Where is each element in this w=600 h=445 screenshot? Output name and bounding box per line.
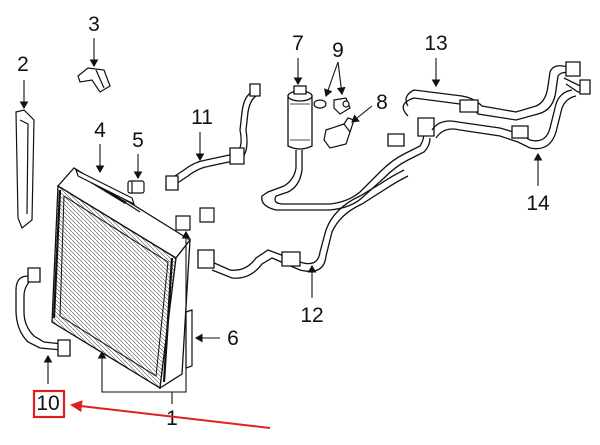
highlight-annotation: [32, 389, 271, 429]
condenser: [52, 168, 190, 388]
callout-labels: 1 2 3 4 5 6 7 8 9 10 11 12 13 14: [17, 13, 550, 430]
callout-5: 5: [132, 129, 144, 152]
callout-4: 4: [94, 119, 106, 142]
callout-1: 1: [166, 407, 178, 430]
callout-7: 7: [292, 32, 304, 55]
hose-11: [166, 84, 260, 190]
hose-14: [432, 90, 576, 149]
hose-13: [403, 62, 590, 120]
o-ring-and-valve: [314, 98, 350, 114]
receiver-drier: [288, 86, 312, 149]
pressure-switch: [324, 118, 354, 148]
clip: [128, 181, 144, 193]
callout-13: 13: [424, 32, 447, 55]
callout-11: 11: [191, 106, 213, 129]
callout-3: 3: [88, 13, 100, 36]
condenser-fittings: [176, 208, 214, 230]
leader-lines: [19, 38, 543, 404]
callout-10: 10: [36, 392, 59, 415]
callout-2: 2: [17, 53, 29, 76]
callout-6: 6: [227, 327, 239, 350]
callout-12: 12: [300, 304, 323, 327]
highlight-arrow: [70, 400, 271, 429]
callout-9: 9: [332, 39, 344, 62]
seal-strip: [16, 110, 34, 228]
drier-pipe: [262, 118, 434, 210]
highlight-box: [32, 389, 66, 419]
side-bar: [186, 310, 192, 368]
hose-10: [16, 268, 70, 356]
mounting-bracket: [78, 68, 110, 92]
hose-12: [198, 170, 408, 278]
callout-14: 14: [526, 192, 550, 215]
insulator-rod: [76, 170, 134, 204]
callout-8: 8: [376, 91, 388, 114]
